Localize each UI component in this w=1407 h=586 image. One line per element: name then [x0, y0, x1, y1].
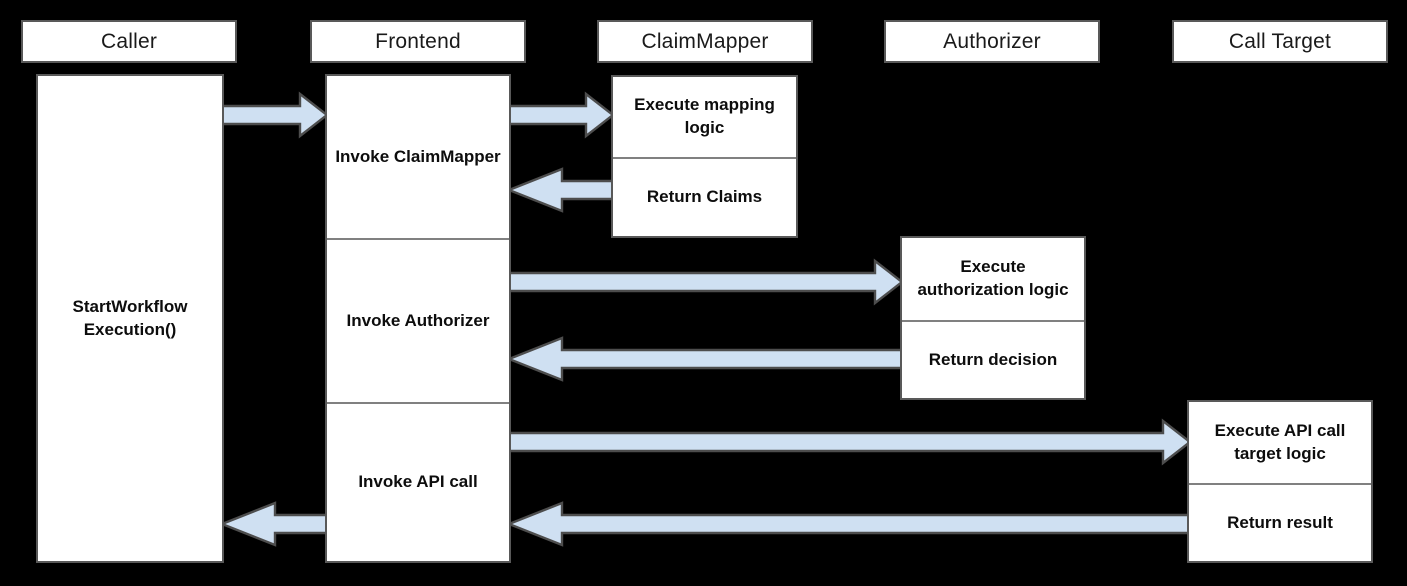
activation-segment-label: Return result [1227, 512, 1333, 532]
activation-segment-label: Invoke API call [358, 472, 478, 492]
activation-segment-frontend-invoke-claimmapper: Invoke ClaimMapper [327, 76, 509, 238]
participant-header-authorizer: Authorizer [884, 20, 1100, 63]
activation-frontend: Invoke ClaimMapper Invoke Authorizer Inv… [325, 74, 511, 563]
participant-label-authorizer: Authorizer [943, 29, 1041, 53]
activation-segment-label: Execute mapping logic [634, 95, 775, 137]
activation-segment-frontend-invoke-authorizer: Invoke Authorizer [327, 238, 509, 402]
participant-label-caller: Caller [100, 29, 158, 53]
message-arrow-caller-to-frontend [216, 91, 329, 139]
participant-label-calltarget: Call Target [1228, 29, 1332, 53]
message-arrow-claimmapper-to-frontend [505, 167, 617, 213]
activation-segment-caller-start-workflow: StartWorkflow Execution() [38, 76, 222, 561]
message-arrow-frontend-to-claimmapper [504, 91, 615, 139]
activation-segment-authorizer-execute-authorization-logic: Execute authorization logic [902, 238, 1084, 320]
participant-label-frontend: Frontend [375, 29, 461, 53]
activation-segment-claimmapper-execute-mapping-logic: Execute mapping logic [613, 77, 796, 157]
activation-segment-label: Invoke Authorizer [346, 310, 490, 330]
activation-segment-label: Execute authorization logic [917, 257, 1069, 299]
activation-segment-calltarget-return-result: Return result [1189, 483, 1371, 561]
participant-header-frontend: Frontend [310, 20, 526, 63]
activation-authorizer: Execute authorization logic Return decis… [900, 236, 1086, 400]
participant-label-claimmapper: ClaimMapper [641, 29, 769, 53]
activation-calltarget: Execute API call target logic Return res… [1187, 400, 1373, 563]
activation-segment-label: Invoke ClaimMapper [335, 146, 501, 166]
activation-segment-authorizer-return-decision: Return decision [902, 320, 1084, 398]
participant-header-caller: Caller [21, 20, 237, 63]
activation-segment-calltarget-execute-api-call-target-logic: Execute API call target logic [1189, 402, 1371, 483]
participant-header-calltarget: Call Target [1172, 20, 1388, 63]
message-arrow-authorizer-to-frontend [505, 336, 905, 382]
activation-segment-label: StartWorkflow Execution() [72, 296, 188, 339]
message-arrow-frontend-to-calltarget [504, 418, 1192, 466]
message-arrow-frontend-to-caller [218, 501, 329, 547]
activation-segment-claimmapper-return-claims: Return Claims [613, 157, 796, 236]
activation-segment-label: Return Claims [646, 187, 763, 207]
message-arrow-calltarget-to-frontend [505, 501, 1192, 547]
activation-caller: StartWorkflow Execution() [36, 74, 224, 563]
activation-segment-label: Return decision [928, 349, 1058, 369]
participant-header-claimmapper: ClaimMapper [597, 20, 813, 63]
activation-segment-label: Execute API call target logic [1214, 420, 1346, 463]
activation-segment-frontend-invoke-api-call: Invoke API call [327, 402, 509, 561]
message-arrow-frontend-to-authorizer [504, 258, 904, 306]
activation-claimmapper: Execute mapping logic Return Claims [611, 75, 798, 238]
